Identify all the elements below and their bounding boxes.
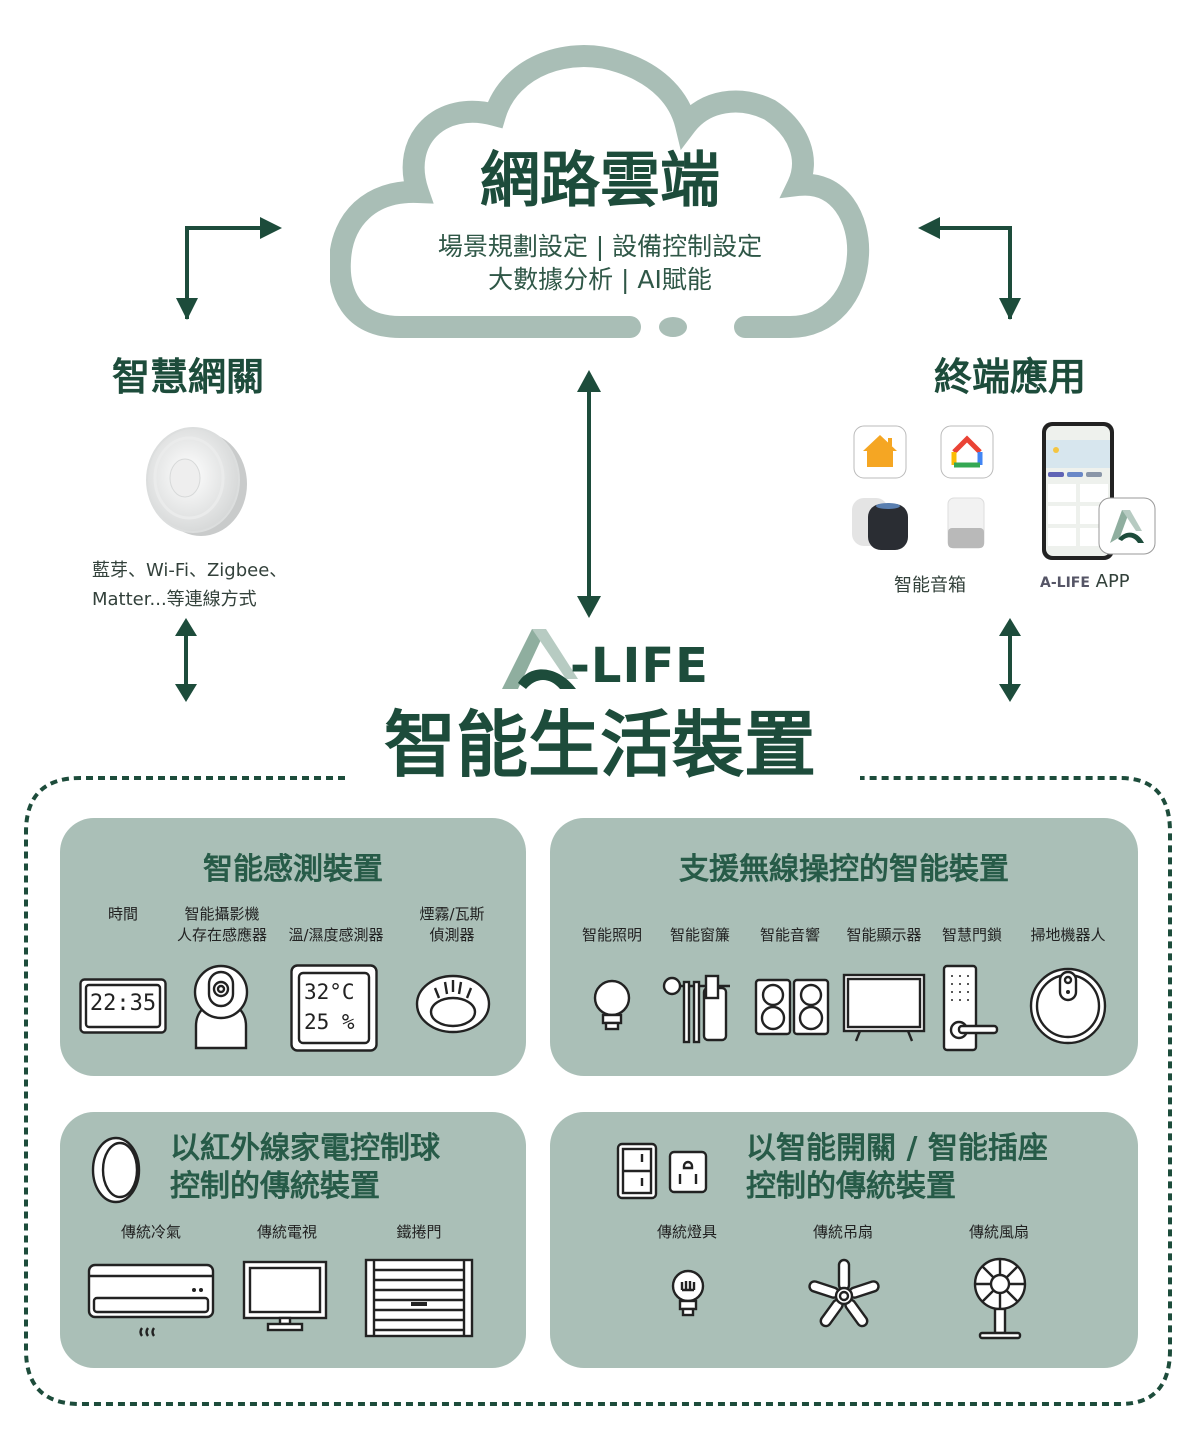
cloud-line-2: 大數據分析 | AI賦能 [488,265,712,294]
thermo-hygrometer-icon: 32°C 25 % [290,964,378,1052]
label-ceiling-fan: 傳統吊扇 [812,1223,873,1241]
phone-app-icon [1042,422,1114,560]
panel-sensing: 智能感測裝置 時間 智能攝影機 人存在感應器 溫/濕度感測器 煙霧/瓦斯 偵測器… [60,818,526,1076]
label-electric-fan: 傳統風扇 [968,1223,1029,1241]
panel-wireless: 支援無線操控的智能裝置 智能照明 智能窗簾 智能音響 智能顯示器 智慧門鎖 掃地… [550,818,1138,1076]
label-smart-lock: 智慧門鎖 [941,926,1002,944]
cloud-shape [330,45,870,338]
air-conditioner-icon [87,1263,215,1337]
door-lock-icon [942,964,999,1052]
temp-readout: 32°C [304,980,355,1004]
panel-switch: 以智能開關 / 智能插座 控制的傳統裝置 傳統燈具 傳統吊扇 傳統風扇 [550,1112,1138,1368]
gateway-title: 智慧網關 [111,355,264,399]
label-smoke: 煙霧/瓦斯 偵測器 [419,905,485,944]
label-smart-speaker: 智能音響 [759,926,820,944]
smoke-detector-icon [415,974,491,1034]
robot-vacuum-icon [1029,967,1107,1045]
digital-clock-icon: 22:35 [79,978,167,1034]
app-label-text: APP [1095,571,1130,592]
humidity-readout: 25 % [304,1010,355,1034]
clock-display: 22:35 [89,991,157,1016]
dashed-container [24,776,1172,1406]
gateway-desc: 藍芽、Wi-Fi、Zigbee、 Matter...等連線方式 [92,556,287,614]
panel-infrared: 以紅外線家電控制球 控制的傳統裝置 傳統冷氣 傳統電視 鐵捲門 [60,1112,526,1368]
label-smart-curtain: 智能窗簾 [669,926,730,944]
speaker-label: 智能音箱 [894,575,966,596]
label-smart-light: 智能照明 [581,926,642,944]
camera-icon [193,964,249,1050]
homepod-icon [852,498,908,550]
label-ac: 傳統冷氣 [120,1223,181,1241]
label-tv: 傳統電視 [256,1223,317,1241]
label-robot-vacuum: 掃地機器人 [1030,926,1106,944]
ceiling-fan-icon [808,1258,880,1328]
elbow-arrow-right [918,217,1021,320]
alife-logo-icon [502,629,578,689]
smart-switch-icon [616,1142,658,1200]
gateway-double-arrow [175,618,197,702]
alife-app-icon[interactable] [1098,497,1156,555]
brand-subtitle: 智能生活裝置 [383,703,816,787]
apple-home-icon [853,425,907,479]
panel-sensing-title: 智能感測裝置 [203,852,383,887]
display-icon [842,973,926,1042]
label-traditional-lamp: 傳統燈具 [656,1223,717,1241]
terminal-double-arrow [999,618,1021,702]
curtain-motor-icon [662,974,730,1044]
tv-icon [242,1260,328,1332]
cloud-title: 網路雲端 [480,146,720,216]
google-home-icon [940,425,994,479]
elbow-arrow-left [176,217,282,320]
panel-switch-title: 以智能開關 / 智能插座 控制的傳統裝置 [746,1131,1048,1204]
label-thermo: 溫/濕度感測器 [288,926,384,944]
gateway-desc-line-2: Matter...等連線方式 [92,589,257,610]
smart-bulb-icon [593,979,631,1031]
label-rolling-door: 鐵捲門 [396,1223,442,1241]
panel-wireless-title: 支援無線操控的智能裝置 [679,852,1009,887]
smart-socket-icon [668,1150,708,1194]
google-speaker-icon [947,497,985,549]
brand-logo-text: -LIFE [570,638,709,694]
terminal-title: 終端應用 [933,355,1086,399]
center-double-arrow [577,370,601,618]
rolling-door-icon [364,1258,474,1338]
light-bulb-icon [671,1269,705,1317]
electric-fan-icon [973,1257,1027,1340]
speaker-icon [754,978,830,1036]
cloud-line-1: 場景規劃設定 | 設備控制設定 [437,232,763,261]
panel-infrared-title: 以紅外線家電控制球 控制的傳統裝置 [170,1131,440,1204]
app-brand: A-LIFE [1040,575,1090,591]
smart-gateway-icon [146,427,247,536]
app-label: A-LIFE APP [1040,571,1140,592]
label-camera: 智能攝影機 人存在感應器 [176,905,267,944]
label-time: 時間 [107,905,138,923]
gateway-desc-line-1: 藍芽、Wi-Fi、Zigbee、 [92,560,288,581]
label-smart-display: 智能顯示器 [846,926,922,944]
ir-controller-ball-icon [91,1136,141,1204]
